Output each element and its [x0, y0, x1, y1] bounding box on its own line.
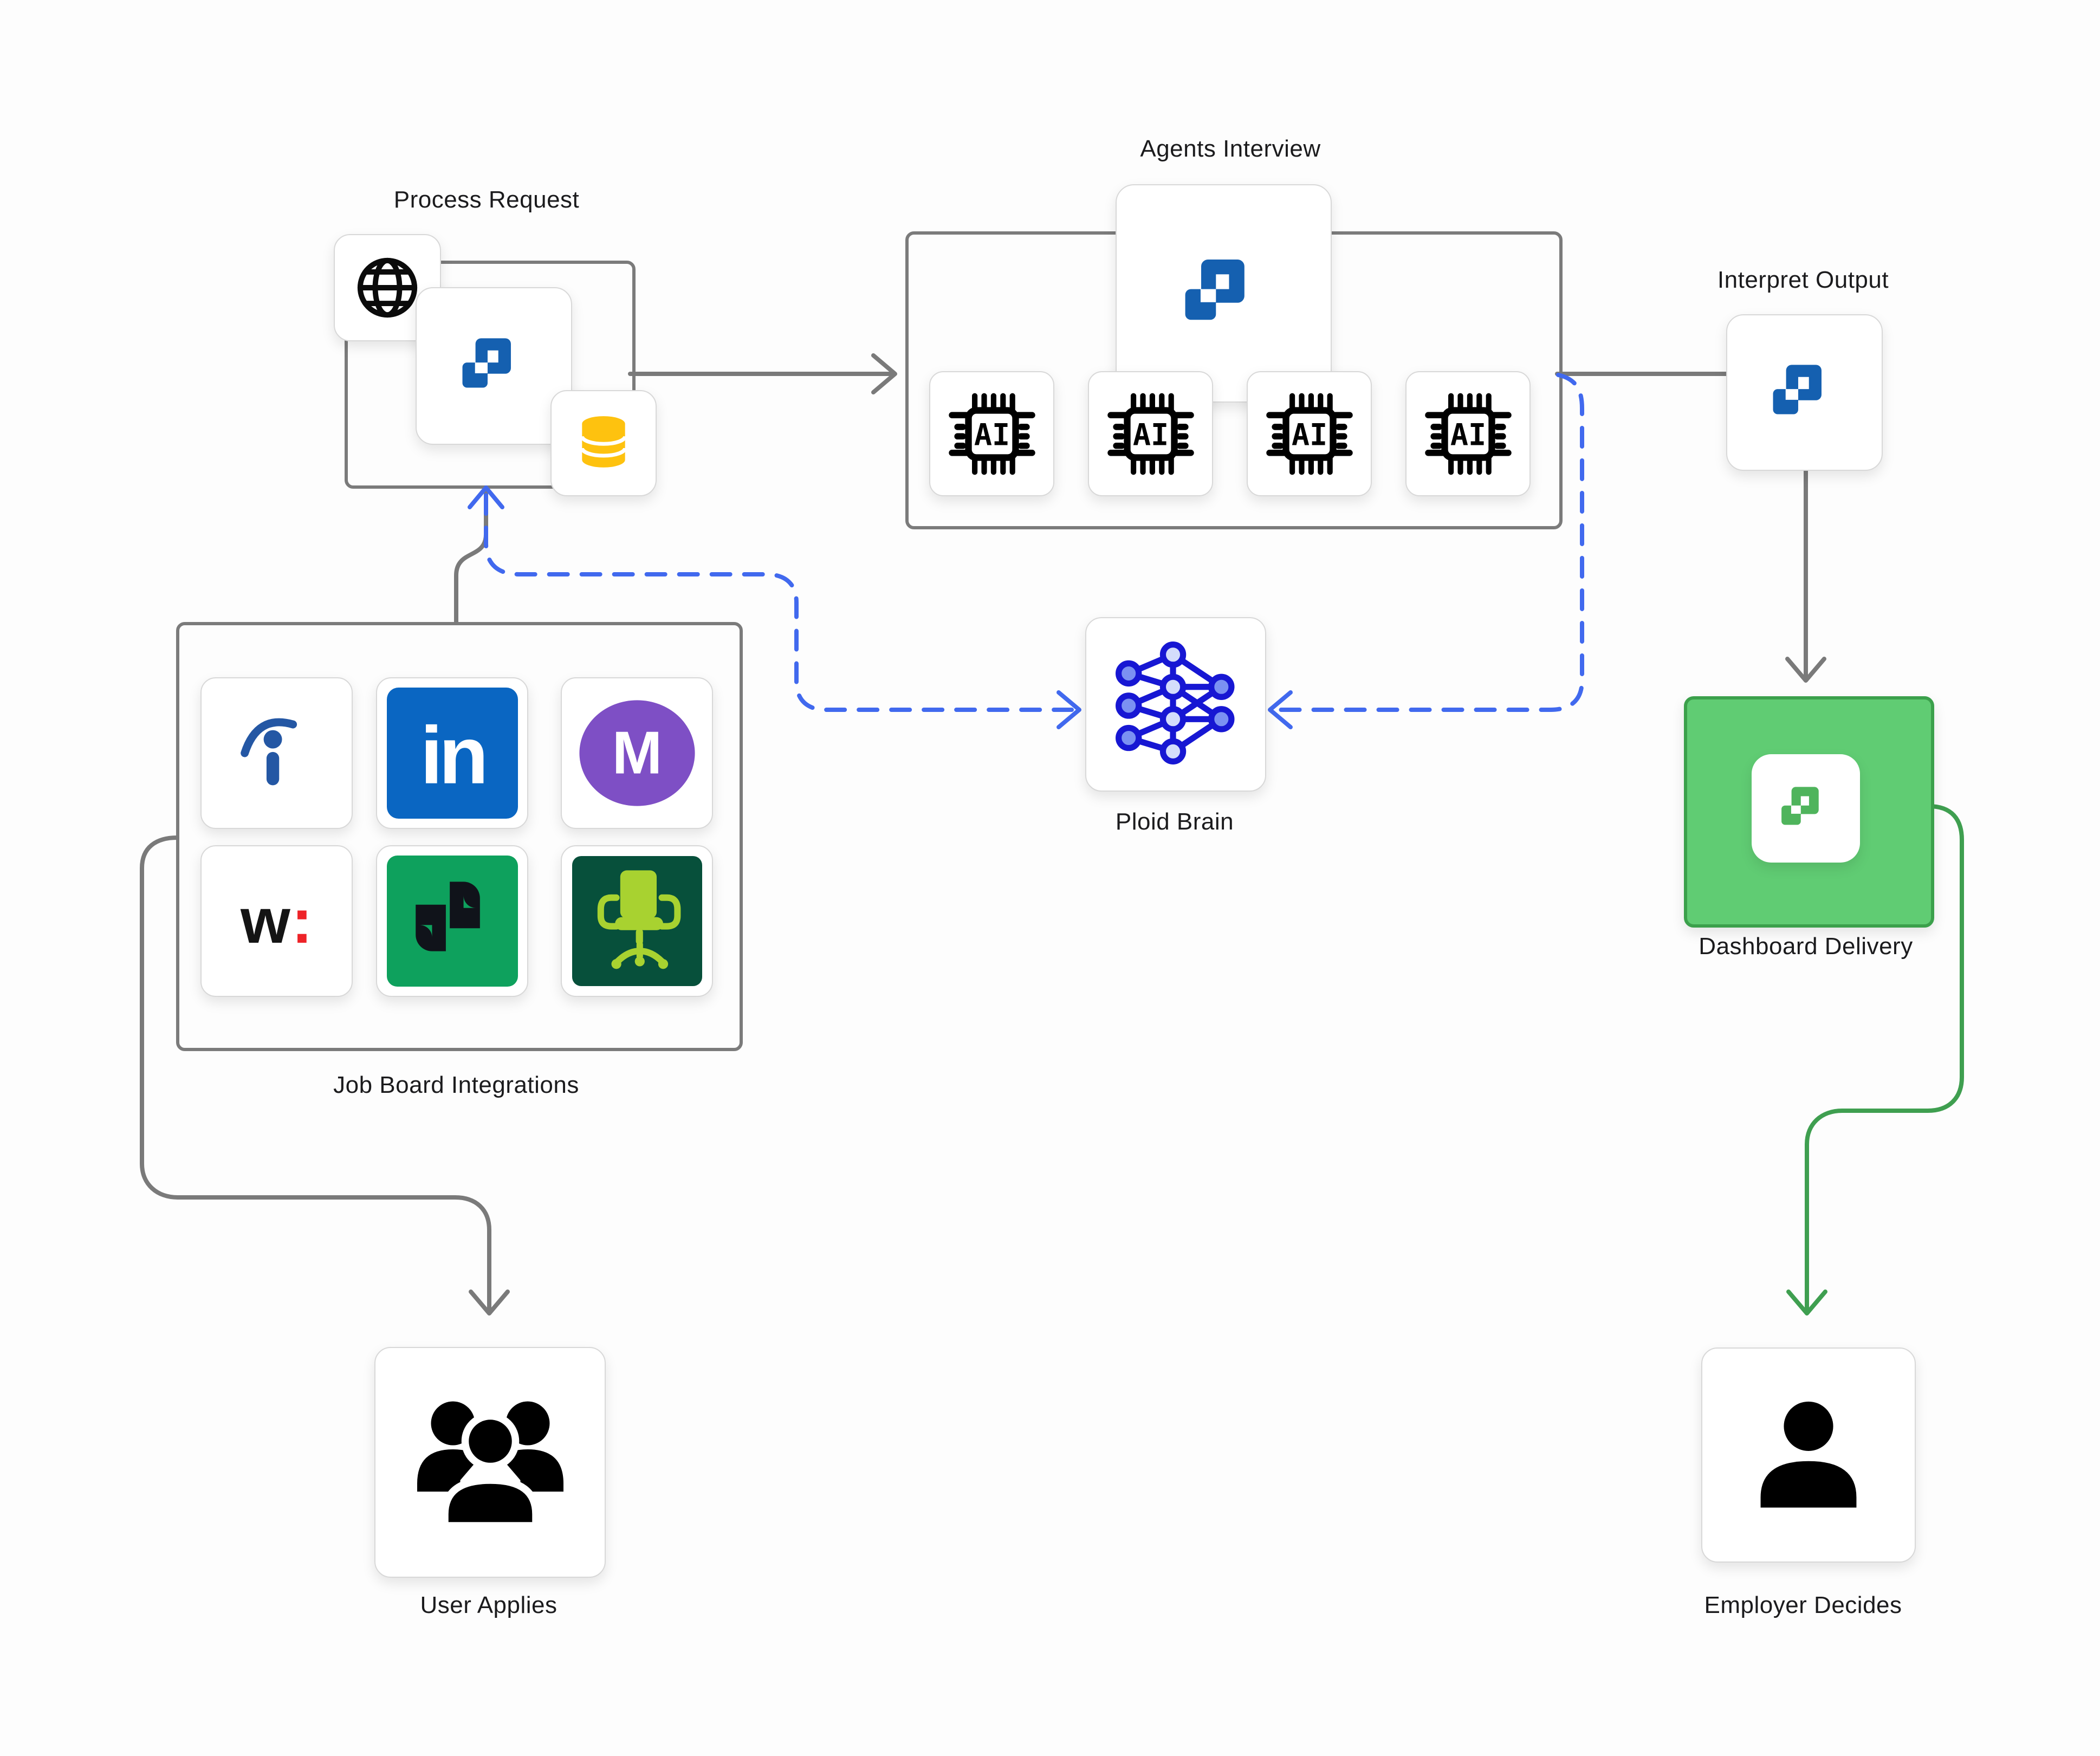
ploid-logo-icon — [448, 320, 541, 413]
connector-jobboards-to-user — [140, 835, 491, 1311]
agents-interview-title: Agents Interview — [1140, 135, 1321, 162]
arrowhead-into-process — [468, 485, 504, 509]
ploid-brain-card — [1085, 617, 1266, 792]
ploid-logo-icon — [1167, 237, 1281, 351]
arrowhead-into-employer — [1786, 1290, 1827, 1316]
job-board-monster: M — [561, 677, 713, 829]
employer-decides-label: Employer Decides — [1704, 1592, 1902, 1618]
arrowhead-into-dashboard — [1785, 657, 1826, 683]
connector-dashboard-to-employer — [1805, 804, 1964, 1311]
user-applies-label: User Applies — [420, 1592, 558, 1618]
user-applies-card — [374, 1347, 606, 1578]
job-board-wellfound: w: — [200, 845, 353, 997]
arrowhead-into-brain-left — [1057, 690, 1081, 729]
connector-jobboards-to-process — [454, 490, 488, 624]
job-board-linkedin: in — [376, 677, 528, 829]
glassdoor-logo — [386, 856, 518, 987]
interpret-output-card — [1726, 314, 1883, 471]
office-chair-logo — [571, 856, 703, 986]
wellfound-logo: w: — [241, 884, 313, 958]
arrowhead-into-brain-right — [1268, 690, 1293, 729]
employer-decides-card — [1701, 1347, 1916, 1563]
agents-ploid-card — [1116, 184, 1332, 403]
job-board-indeed — [200, 677, 353, 829]
interpret-output-label: Interpret Output — [1717, 267, 1889, 293]
job-board-glassdoor — [376, 845, 528, 997]
globe-card — [334, 234, 441, 341]
monster-logo: M — [577, 693, 697, 813]
job-boards-title: Job Board Integrations — [333, 1072, 579, 1098]
dashboard-delivery-inner-card — [1752, 754, 1860, 863]
process-request-ploid-card — [416, 287, 572, 445]
person-icon — [1736, 1383, 1881, 1528]
dashboard-delivery-label: Dashboard Delivery — [1699, 933, 1913, 960]
job-board-office-chair — [561, 845, 713, 997]
ploid-brain-label: Ploid Brain — [1115, 808, 1234, 835]
neural-network-icon — [1106, 637, 1245, 772]
monster-letter: M — [612, 720, 662, 787]
ploid-logo-icon — [1770, 773, 1842, 844]
ploid-logo-icon — [1758, 346, 1851, 439]
ai-chip-card — [1405, 371, 1531, 496]
ai-chip-icon — [1104, 387, 1198, 481]
ai-chip-card — [929, 371, 1054, 496]
ai-chip-icon — [1262, 387, 1357, 481]
ai-chip-icon — [945, 387, 1039, 481]
globe-icon — [352, 252, 423, 323]
process-request-title: Process Request — [393, 186, 580, 213]
arrowhead-into-user — [469, 1290, 510, 1316]
ai-chip-card — [1247, 371, 1372, 496]
database-card — [550, 390, 657, 496]
people-group-icon — [404, 1381, 576, 1544]
linkedin-logo: in — [386, 688, 518, 819]
linkedin-text: in — [420, 710, 484, 801]
database-icon — [569, 409, 638, 478]
ai-chip-icon — [1421, 387, 1515, 481]
ai-chip-card — [1088, 371, 1213, 496]
arrowhead-into-agents — [871, 353, 897, 394]
wellfound-w: w — [240, 885, 290, 957]
connector-process-to-brain-dashed — [484, 493, 1074, 712]
indeed-logo — [219, 696, 334, 811]
connector-agents-to-brain-dashed — [1275, 373, 1584, 712]
wellfound-colon: : — [291, 885, 313, 957]
